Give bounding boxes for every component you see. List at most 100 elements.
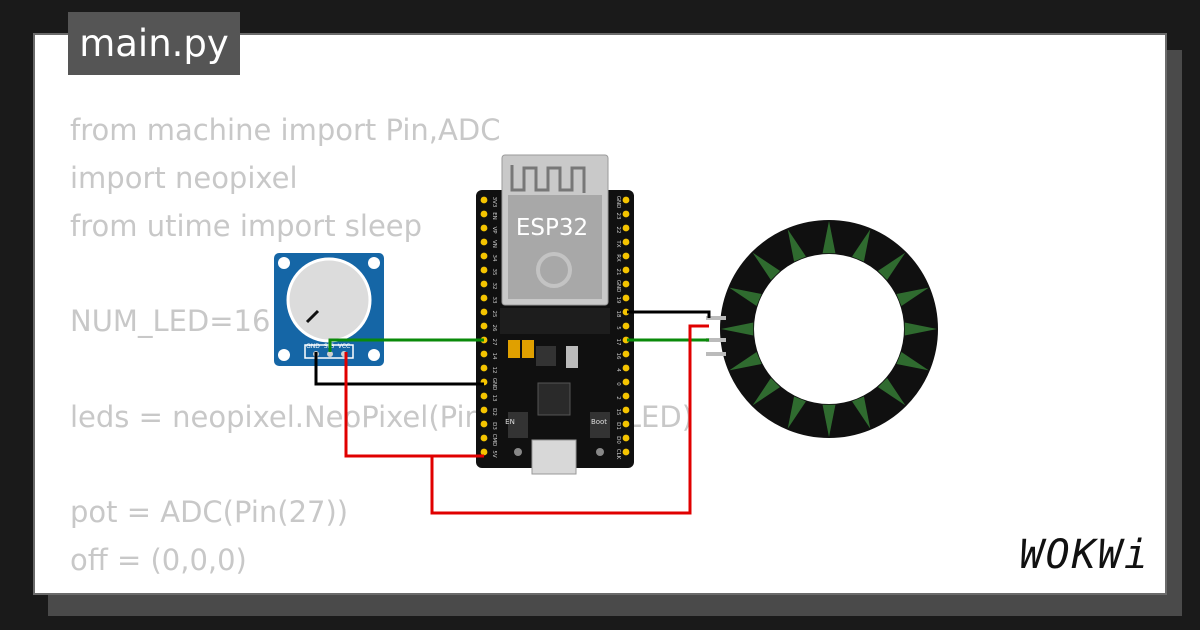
right-pin-hole[interactable] <box>622 252 630 260</box>
neopixel-led <box>904 322 937 336</box>
right-pin-label: D1 <box>615 422 621 430</box>
en-button[interactable] <box>508 412 528 438</box>
right-pin-hole[interactable] <box>622 406 630 414</box>
left-pin-label: 33 <box>491 297 497 304</box>
right-pin-label: 22 <box>615 227 621 234</box>
wire-ring-gnd-black[interactable] <box>627 310 711 318</box>
left-pin-label: 27 <box>491 339 497 346</box>
right-pin-hole[interactable] <box>622 266 630 274</box>
code-line: from utime import sleep <box>70 208 423 243</box>
right-pin-hole[interactable] <box>622 378 630 386</box>
right-pin-hole[interactable] <box>622 308 630 316</box>
left-pin-hole[interactable] <box>480 280 488 288</box>
right-pin-hole[interactable] <box>622 336 630 344</box>
left-pin-label: 14 <box>491 353 497 360</box>
left-pin-hole[interactable] <box>480 238 488 246</box>
left-pin-hole[interactable] <box>480 364 488 372</box>
left-pin-label: GND <box>491 378 497 391</box>
left-pin-label: 3V3 <box>491 197 497 208</box>
esp32-pin-headers: 3V3ENVPVN343532332526271412GND13D2D3CMD5… <box>480 196 630 460</box>
left-pin-hole[interactable] <box>480 266 488 274</box>
boot-button-label: Boot <box>591 418 607 426</box>
code-line: NUM_LED=16 <box>70 304 271 339</box>
right-pin-label: 19 <box>615 297 621 304</box>
left-pin-hole[interactable] <box>480 196 488 204</box>
boot-button[interactable] <box>590 412 610 438</box>
left-pin-label: D3 <box>491 422 497 430</box>
pot-pin-vcc: VCC <box>338 343 350 350</box>
neopixel-led <box>896 287 929 306</box>
left-pin-hole[interactable] <box>480 224 488 232</box>
esp32-label: ESP32 <box>516 215 588 241</box>
wire-gnd-black[interactable] <box>314 352 484 386</box>
esp32-board[interactable]: ESP32 EN Boot 3V3ENVPVN34353233252627141… <box>476 154 634 475</box>
wokwi-logo: WOKWi <box>1019 532 1150 578</box>
neopixel-led <box>787 396 806 429</box>
right-pin-hole[interactable] <box>622 448 630 456</box>
right-pin-hole[interactable] <box>622 420 630 428</box>
right-pin-hole[interactable] <box>622 350 630 358</box>
left-pin-hole[interactable] <box>480 210 488 218</box>
pot-pin-gnd: GND <box>306 343 320 350</box>
right-pin-label: 4 <box>615 368 621 372</box>
neopixel-led <box>852 229 871 262</box>
left-pin-label: 12 <box>491 367 497 374</box>
right-pin-hole[interactable] <box>622 434 630 442</box>
pot-knob[interactable] <box>286 257 372 343</box>
left-pin-label: 26 <box>491 325 497 332</box>
code-line: from machine import Pin,ADC <box>70 113 501 147</box>
right-pin-label: 15 <box>615 409 621 416</box>
neopixel-led <box>877 377 906 406</box>
en-button-label: EN <box>505 418 515 426</box>
left-pin-hole[interactable] <box>480 322 488 330</box>
right-pin-hole[interactable] <box>622 210 630 218</box>
left-pin-label: 34 <box>491 255 497 262</box>
left-pin-hole[interactable] <box>480 392 488 400</box>
wire-vcc-red[interactable] <box>344 352 484 458</box>
right-pin-hole[interactable] <box>622 392 630 400</box>
right-pin-label: GND <box>615 196 621 209</box>
left-pin-hole[interactable] <box>480 434 488 442</box>
left-pin-hole[interactable] <box>480 350 488 358</box>
right-pin-label: 5 <box>615 326 621 330</box>
right-pin-hole[interactable] <box>622 364 630 372</box>
right-pin-label: 2 <box>615 396 621 400</box>
left-pin-label: D2 <box>491 408 497 416</box>
code-line: off = (0,0,0) <box>70 543 247 578</box>
wire-sig-green[interactable] <box>328 338 484 352</box>
left-pin-hole[interactable] <box>480 294 488 302</box>
left-pin-hole[interactable] <box>480 252 488 260</box>
neopixel-led <box>877 252 906 281</box>
left-pin-label: VN <box>491 240 497 248</box>
left-pin-hole[interactable] <box>480 420 488 428</box>
right-pin-hole[interactable] <box>622 238 630 246</box>
right-pin-hole[interactable] <box>622 196 630 204</box>
neopixel-led <box>729 352 762 371</box>
right-pin-label: 17 <box>615 339 621 346</box>
right-pin-label: 21 <box>615 269 621 276</box>
right-pin-hole[interactable] <box>622 322 630 330</box>
left-pin-hole[interactable] <box>480 308 488 316</box>
right-pin-label: TX <box>615 239 621 247</box>
right-pin-label: 18 <box>615 311 621 318</box>
right-pin-hole[interactable] <box>622 224 630 232</box>
pot-indicator <box>305 309 320 324</box>
neopixel-led <box>822 404 836 437</box>
right-pin-hole[interactable] <box>622 280 630 288</box>
file-tab[interactable]: main.py <box>68 12 240 75</box>
neopixel-led <box>822 221 836 254</box>
left-pin-label: 5V <box>491 450 497 457</box>
right-pin-hole[interactable] <box>622 294 630 302</box>
neopixel-led <box>752 377 781 406</box>
neopixel-ring[interactable] <box>706 220 938 438</box>
right-pin-label: CLK <box>615 449 621 460</box>
neopixel-led <box>752 252 781 281</box>
left-pin-label: 35 <box>491 269 497 276</box>
left-pin-hole[interactable] <box>480 448 488 456</box>
left-pin-label: EN <box>491 212 497 220</box>
left-pin-hole[interactable] <box>480 406 488 414</box>
wire-ring-vcc-red[interactable] <box>430 324 709 515</box>
neopixel-led <box>852 396 871 429</box>
neopixel-led <box>896 352 929 371</box>
